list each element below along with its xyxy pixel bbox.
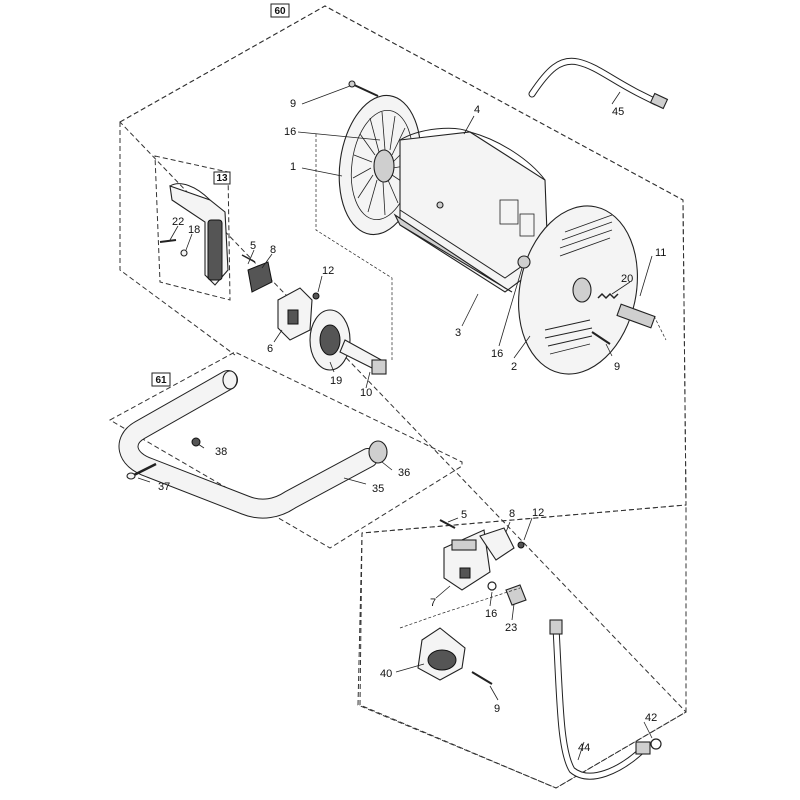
callout-2: 2 [511, 361, 517, 373]
callout-36: 36 [398, 467, 410, 479]
callout-16-reel: 16 [491, 348, 503, 360]
bush-part-16-reel [517, 255, 531, 269]
callout-37: 37 [158, 481, 170, 493]
callout-19: 19 [330, 375, 342, 387]
cover-part-40 [417, 627, 466, 681]
callout-12-lower: 12 [532, 507, 544, 519]
assembly-outline-61 [108, 351, 463, 549]
assembly-box-61: 61 [151, 372, 171, 387]
callout-35: 35 [372, 483, 384, 495]
callout-44: 44 [578, 742, 590, 754]
assembly-outline-60-path [119, 5, 687, 789]
leader-lines [137, 85, 667, 761]
crank-handle-assembly-13 [159, 183, 229, 286]
assembly-box-13: 13 [213, 171, 231, 185]
callout-3: 3 [455, 327, 461, 339]
hose-part-45 [528, 57, 669, 110]
callout-1: 1 [290, 161, 296, 173]
assembly-label-61: 61 [155, 375, 167, 386]
callout-45: 45 [612, 106, 624, 118]
reel-drum-assembly [338, 94, 638, 375]
bearing-block-part-6 [277, 287, 313, 341]
callout-8-lower: 8 [509, 508, 515, 520]
callout-5-lower: 5 [461, 509, 467, 521]
callout-8-upper: 8 [270, 244, 276, 256]
reel-flange-part-2 [518, 205, 638, 375]
callout-42: 42 [645, 712, 657, 724]
hose-part-44 [549, 619, 662, 780]
swivel-part-11 [597, 292, 656, 329]
callout-5-upper: 5 [250, 240, 256, 252]
bracket-part-7 [443, 529, 491, 591]
bracket-part-8-upper [241, 254, 320, 300]
shaft-part-10 [339, 339, 387, 375]
assembly-outline-13 [154, 155, 231, 301]
callout-7: 7 [430, 597, 436, 609]
screw-part-9-top [348, 80, 379, 97]
callout-20: 20 [621, 273, 633, 285]
callout-4: 4 [474, 104, 480, 116]
assembly-box-60: 60 [270, 3, 290, 18]
cap-part-36 [368, 440, 388, 464]
callout-9-lower: 9 [494, 703, 500, 715]
callout-22: 22 [172, 216, 184, 228]
reel-drum-part-3 [393, 127, 549, 293]
elbow-part-23 [505, 584, 527, 606]
callout-9-right: 9 [614, 361, 620, 373]
callout-11: 11 [655, 247, 666, 259]
callout-23: 23 [505, 622, 517, 634]
callout-labels: 9 45 4 16 1 11 20 3 16 2 9 22 18 5 8 12 … [158, 98, 666, 754]
callout-9-top: 9 [290, 98, 296, 110]
screw-part-9-right [591, 331, 611, 345]
screw-part-9-lower [471, 671, 493, 685]
oring-part-16-lower [487, 581, 497, 591]
callout-6: 6 [267, 343, 273, 355]
assembly-label-60: 60 [274, 6, 286, 17]
bolt-part-37 [126, 462, 157, 480]
callout-16-lower: 16 [485, 608, 497, 620]
callout-16-reel-top: 16 [284, 126, 296, 138]
callout-40: 40 [380, 668, 392, 680]
assembly-label-13: 13 [216, 173, 228, 184]
callout-10: 10 [360, 387, 372, 399]
callout-18: 18 [188, 224, 200, 236]
gear-disc-part-19 [309, 309, 351, 371]
bracket-part-8-lower [439, 519, 525, 561]
callout-12-upper: 12 [322, 265, 334, 277]
callout-38: 38 [215, 446, 227, 458]
